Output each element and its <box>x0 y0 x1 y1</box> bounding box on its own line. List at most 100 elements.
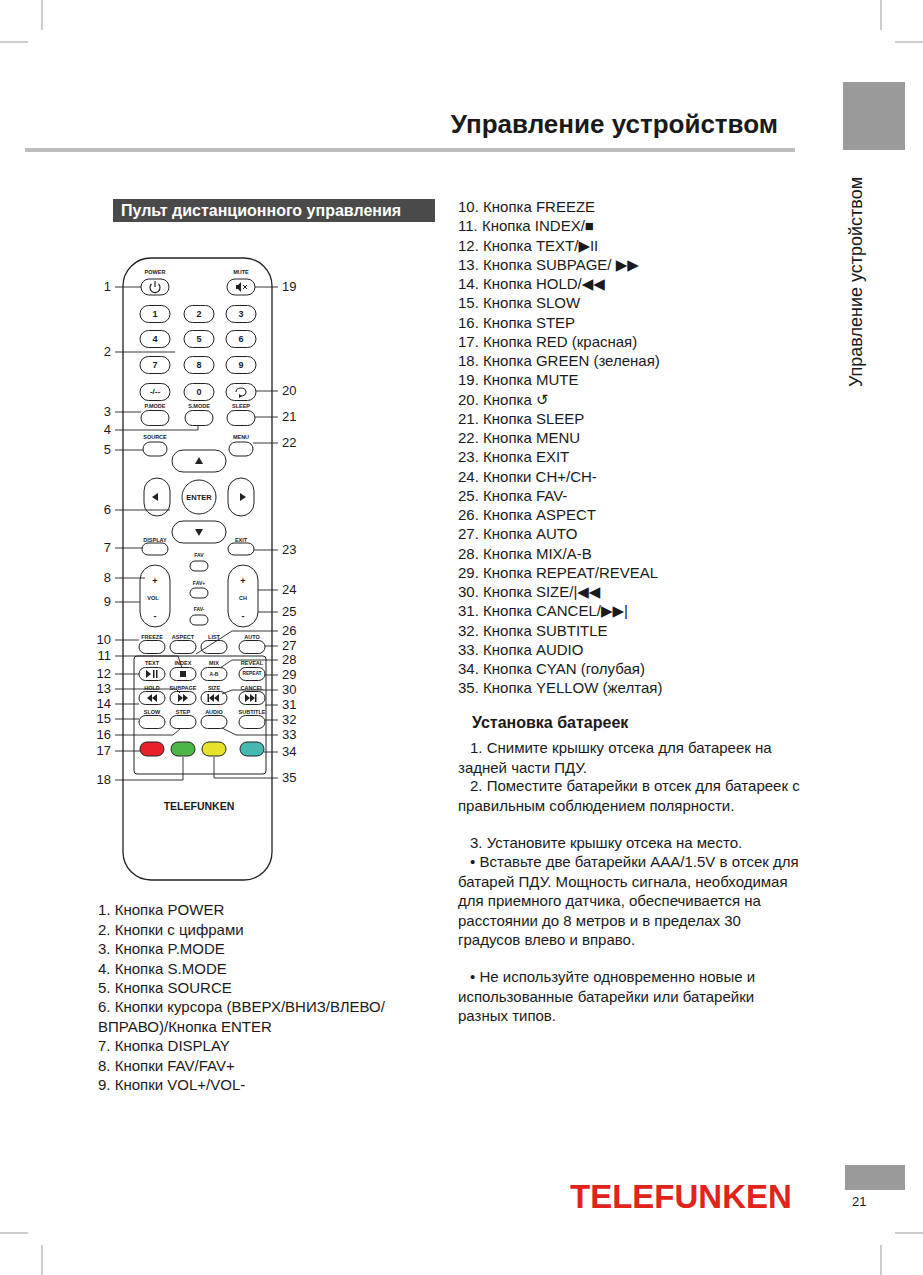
remote-logo: TELEFUNKEN <box>164 800 235 813</box>
side-tab-text: Управление устройством <box>846 177 868 387</box>
list-item: 14. Кнопка HOLD/◀◀ <box>458 274 605 293</box>
button-shape <box>184 331 214 348</box>
callout-number: 20 <box>282 383 296 399</box>
leader-line <box>115 751 140 752</box>
button-label: CANCEL <box>241 685 264 692</box>
button-shape <box>140 331 170 348</box>
list-item: 35. Кнопка YELLOW (желтая) <box>458 678 662 697</box>
button-label: 4 <box>152 334 157 345</box>
brand-logo: TELEFUNKEN <box>570 1177 792 1217</box>
list-item: 1. Кнопка POWER <box>98 900 224 920</box>
button-label: LIST <box>208 634 220 641</box>
leader-line <box>115 640 139 641</box>
button-shape <box>239 668 265 681</box>
list-item: 3. Кнопка P.MODE <box>98 939 225 959</box>
callout-number: 2 <box>104 344 111 360</box>
callout-number: 26 <box>282 623 296 639</box>
button-label: 0 <box>196 387 201 398</box>
section-heading: Установка батареек <box>472 713 628 732</box>
list-item: 13. Кнопка SUBPAGE/ ▶▶ <box>458 255 639 274</box>
list-item: 10. Кнопка FREEZE <box>458 197 595 216</box>
button-shape <box>170 668 196 681</box>
list-item: 2. Кнопки с цифрами <box>98 920 244 940</box>
page-decor <box>25 82 905 1190</box>
paragraph: • Вставьте две батарейки AAA/1.5V в отсе… <box>458 852 803 950</box>
list-item: 21. Кнопка SLEEP <box>458 409 584 428</box>
list-item: 22. Кнопка MENU <box>458 428 580 447</box>
color-button <box>140 742 164 756</box>
callout-number: 6 <box>104 502 111 518</box>
list-item: 6. Кнопки курсора (ВВЕРХ/ВНИЗ/ВЛЕВО/ ВПР… <box>98 997 443 1036</box>
button-label: 2 <box>196 309 201 320</box>
paragraph: 3. Установите крышку отсека на место. <box>458 833 803 853</box>
callout-number: 35 <box>282 770 296 786</box>
list-item: 24. Кнопки CH+/CH- <box>458 467 597 486</box>
callout-number: 18 <box>97 772 111 788</box>
leader-line <box>115 287 141 288</box>
button-label: + <box>240 576 245 587</box>
list-item: 5. Кнопка SOURCE <box>98 978 232 998</box>
button-label: SOURCE <box>143 434 167 441</box>
callout-number: 1 <box>104 279 111 295</box>
button-label: FAV- <box>194 606 205 612</box>
leader-line <box>115 352 175 353</box>
leader-line <box>222 728 278 735</box>
callout-number: 29 <box>282 667 296 683</box>
paragraph: • Не используйте одновременно новые и ис… <box>458 967 803 1026</box>
leader-line <box>256 391 278 392</box>
button-label: MENU <box>233 434 249 441</box>
callout-number: 10 <box>97 632 111 648</box>
button-shape <box>140 357 170 374</box>
leader-line <box>115 450 143 451</box>
button-label: FREEZE <box>141 634 163 641</box>
section-heading: Пульт дистанционного управления <box>113 199 435 222</box>
callout-number: 7 <box>104 540 111 556</box>
callout-number: 14 <box>97 696 111 712</box>
leader-line <box>265 705 278 706</box>
callout-number: 5 <box>104 442 111 458</box>
button-shape <box>170 641 196 654</box>
button-shape <box>226 357 256 374</box>
button-label: SUBTITLE <box>239 709 266 716</box>
callout-number: 3 <box>104 404 111 420</box>
leader-line <box>255 287 278 288</box>
list-item: 32. Кнопка SUBTITLE <box>458 621 608 640</box>
leader-line <box>115 548 142 549</box>
button-label: ASPECT <box>172 634 194 641</box>
callout-number: 30 <box>282 682 296 698</box>
leader-line <box>115 426 198 430</box>
button-shape <box>143 442 167 456</box>
paragraph: 1. Снимите крышку отсека для батареек на… <box>458 738 803 777</box>
button-shape <box>226 384 256 401</box>
list-item: 30. Кнопка SIZE/|◀◀ <box>458 582 600 601</box>
button-shape <box>190 615 208 625</box>
button-label: - <box>154 611 157 622</box>
button-shape <box>227 411 255 426</box>
button-shape <box>184 357 214 374</box>
list-item: 16. Кнопка STEP <box>458 313 575 332</box>
leader-line <box>254 550 278 551</box>
button-shape <box>141 411 169 426</box>
button-shape <box>142 543 168 555</box>
button-shape <box>170 692 196 705</box>
button-shape <box>190 561 208 571</box>
leader-line <box>258 590 278 591</box>
button-shape <box>139 716 165 729</box>
button-shape <box>139 641 165 654</box>
list-item: 12. Кнопка TEXT/▶II <box>458 236 598 255</box>
callout-number: 16 <box>97 727 111 743</box>
leader-line <box>115 412 141 413</box>
button-label: S.MODE <box>188 403 210 410</box>
button-shape <box>239 716 265 729</box>
button-label: CH <box>239 595 247 602</box>
leader-line <box>264 752 278 753</box>
button-label: TEXT <box>145 660 159 667</box>
button-shape <box>226 331 256 348</box>
list-item: 11. Кнопка INDEX/■ <box>458 216 594 235</box>
leader-line <box>220 660 278 668</box>
button-label: - <box>242 611 245 622</box>
list-item: 33. Кнопка AUDIO <box>458 640 583 659</box>
callout-number: 12 <box>97 666 111 682</box>
list-item: 25. Кнопка FAV- <box>458 486 567 505</box>
leader-line <box>253 443 278 444</box>
